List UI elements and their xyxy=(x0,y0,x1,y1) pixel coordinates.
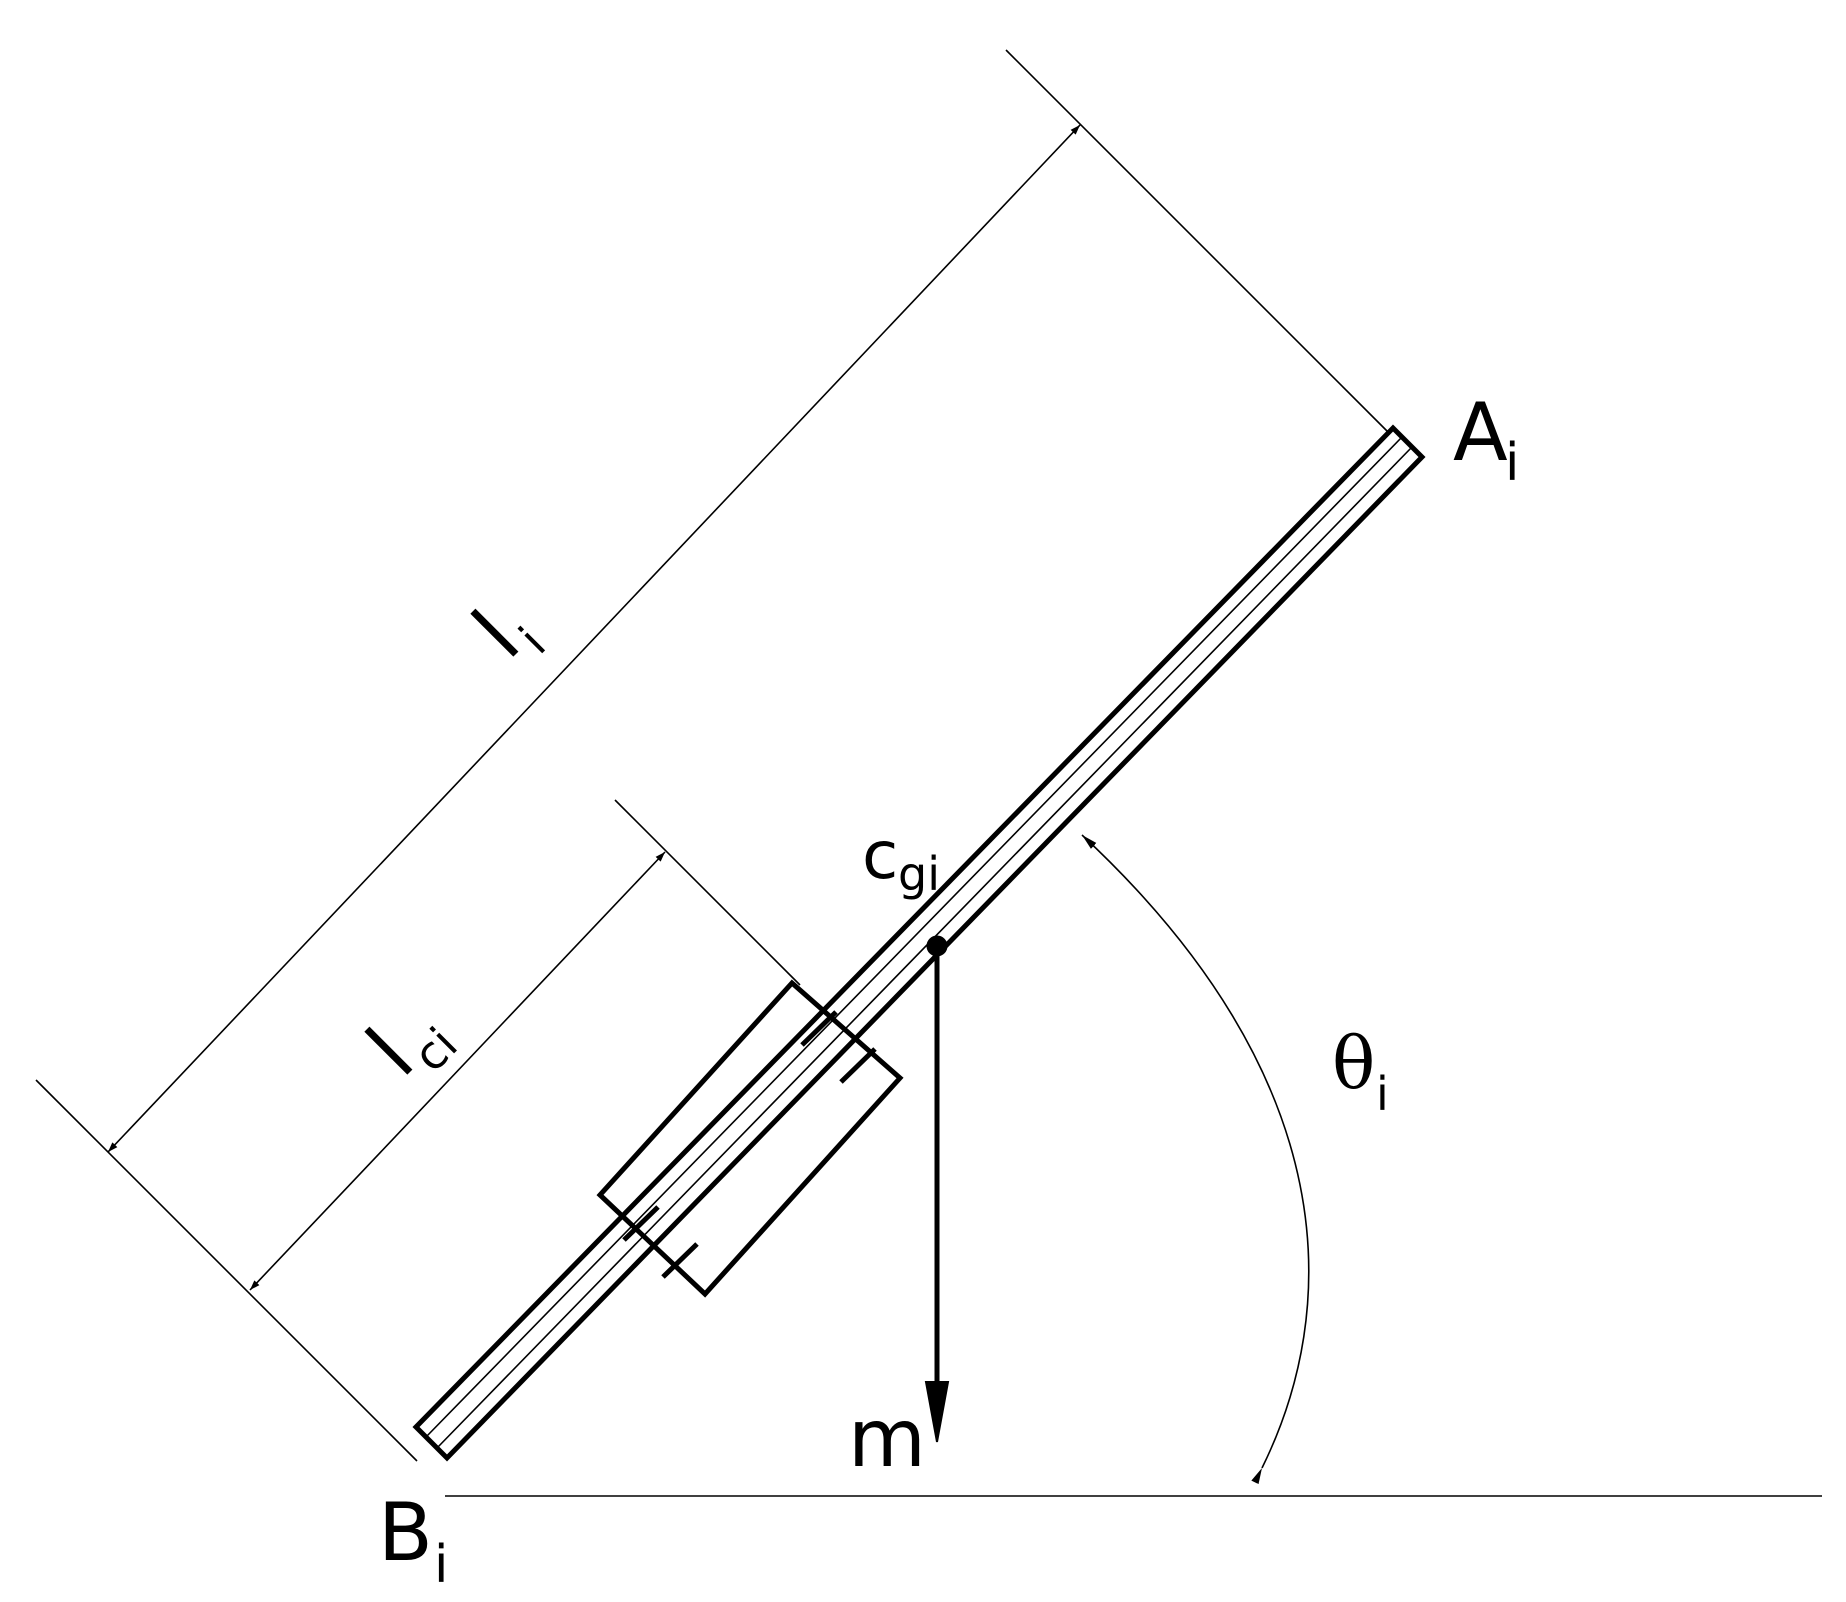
dimension-line-l xyxy=(107,124,1081,1153)
collar-tick-4 xyxy=(661,1242,699,1279)
collar xyxy=(596,979,904,1298)
collar-tick-3 xyxy=(622,1205,660,1242)
gravity-arrowhead xyxy=(924,1381,950,1443)
label-cg: c xyxy=(862,817,898,894)
dimension-line-lc xyxy=(249,851,666,1291)
cg-point xyxy=(926,935,948,957)
label-angle: θ xyxy=(1332,1021,1375,1105)
label-mass: m xyxy=(848,1392,926,1485)
collar-tick-1 xyxy=(800,1010,838,1047)
label-point-b-sub: i xyxy=(434,1535,448,1595)
link-bar xyxy=(412,424,1426,1462)
extension-line-cg xyxy=(614,799,801,986)
collar-tick-2 xyxy=(839,1047,877,1084)
extension-line-b xyxy=(35,1079,418,1462)
label-angle-sub: i xyxy=(1376,1067,1389,1121)
label-point-a: A xyxy=(1453,386,1508,479)
label-cg-sub: gi xyxy=(898,847,940,901)
link-inner-line-1 xyxy=(425,436,1403,1438)
angle-arc xyxy=(1081,834,1310,1485)
extension-line-a xyxy=(1005,49,1388,432)
label-point-a-sub: i xyxy=(1505,433,1519,493)
link-inner-line-2 xyxy=(436,446,1413,1449)
label-point-b: B xyxy=(378,1486,433,1579)
